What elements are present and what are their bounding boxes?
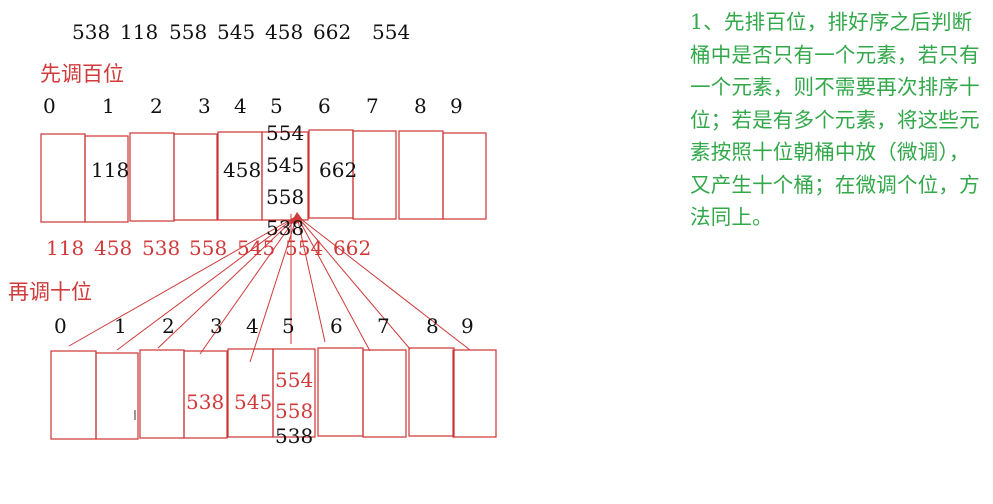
step1-bucket-5-value: 545 [266,153,305,177]
step2-bucket-5 [272,348,316,438]
arrow-to-bucket-3 [199,215,298,355]
bucket-index: 8 [414,94,427,118]
step2-bucket-3 [183,350,228,439]
step1-buckets [40,129,487,223]
step1-bucket-4-value: 458 [223,158,262,182]
bucket-index: 3 [198,94,211,118]
bucket-index: 1 [114,314,127,338]
step1-bucket-3 [173,133,218,221]
step2-bucket-2 [139,349,185,439]
step1-bucket-2 [129,132,175,222]
step2-bucket-3-value: 538 [186,390,225,414]
step2-bucket-5-overflow-clip: 538 [272,424,316,448]
result-value: 554 [285,236,324,260]
step2-bucket-8 [408,347,455,437]
bucket-index: 1 [102,94,115,118]
step2-bucket-6 [317,347,364,437]
bucket-index: 6 [330,314,343,338]
arrow-to-bucket-0 [68,215,298,347]
arrow-to-bucket-9 [296,215,471,351]
step1-bucket-9 [442,132,487,220]
bucket-index: 2 [150,94,163,118]
explanation-note: 1、先排百位，排好序之后判断桶中是否只有一个元素，若只有一个元素，则不需要再次排… [690,10,980,229]
step2-buckets [50,347,497,440]
input-value: 554 [372,20,411,44]
step1-label: 先调百位 [40,62,124,86]
input-value: 662 [313,20,352,44]
step1-bucket-6-value: 662 [319,158,358,182]
bucket-index: 7 [366,94,379,118]
redistribution-arrows [68,214,471,363]
step2-bucket-5-value: 558 [275,399,314,423]
step1-bucket-1-value: 118 [91,158,130,182]
step1-bucket-7 [352,130,397,220]
bucket-index: 4 [234,94,247,118]
step2-bucket-9 [452,349,497,438]
step2-bucket-5-value: 554 [275,368,314,392]
step1-bucket-0 [40,133,86,223]
result-value: 662 [333,236,372,260]
bucket-index: 3 [210,314,223,338]
bucket-index: 5 [282,314,295,338]
step1-bucket-1 [84,135,129,223]
result-value: 458 [94,236,133,260]
bucket-index: 0 [43,94,56,118]
step2-bucket-7 [362,349,407,438]
bucket-index: 5 [270,94,283,118]
step2-bucket-1 [95,352,139,440]
bucket-index: 7 [377,314,390,338]
arrow-to-bucket-6 [296,215,326,343]
arrow-to-bucket-2 [157,215,298,349]
step1-bucket-5-value: 538 [266,216,305,240]
input-value: 538 [72,20,111,44]
arrow-to-bucket-4 [249,215,298,363]
arrow-to-bucket-8 [296,215,411,350]
input-value: 545 [217,20,256,44]
arrow-to-bucket-7 [296,215,371,352]
step2-bucket-4-value: 545 [234,390,273,414]
input-value: 458 [265,20,304,44]
step1-bucket-8 [398,130,444,220]
step2-bucket-0 [50,350,97,440]
result-value: 538 [142,236,181,260]
bucket-index: 9 [450,94,463,118]
input-sequence: 538 118 558 545 458 662 554 [0,0,600,60]
step1-bucket-5-value: 558 [266,185,305,209]
bucket-index: 8 [426,314,439,338]
step2-bucket-5-overflow: 538 [275,424,314,448]
step1-bucket-5-value: 554 [266,121,305,145]
arrow-heads [290,212,303,225]
step2-label: 再调十位 [8,280,92,304]
bucket-index: 0 [54,314,67,338]
bucket-index: 9 [461,314,474,338]
result-value: 558 [189,236,228,260]
bucket-index: 2 [162,314,175,338]
result-value: 545 [237,236,276,260]
arrow-to-bucket-1 [116,215,298,351]
bucket-index: 6 [318,94,331,118]
bucket-index: 4 [246,314,259,338]
arrowhead [294,212,303,225]
input-value: 558 [169,20,208,44]
input-value: 118 [120,20,159,44]
step1-bucket-5 [261,131,309,221]
result-value: 118 [46,236,85,260]
